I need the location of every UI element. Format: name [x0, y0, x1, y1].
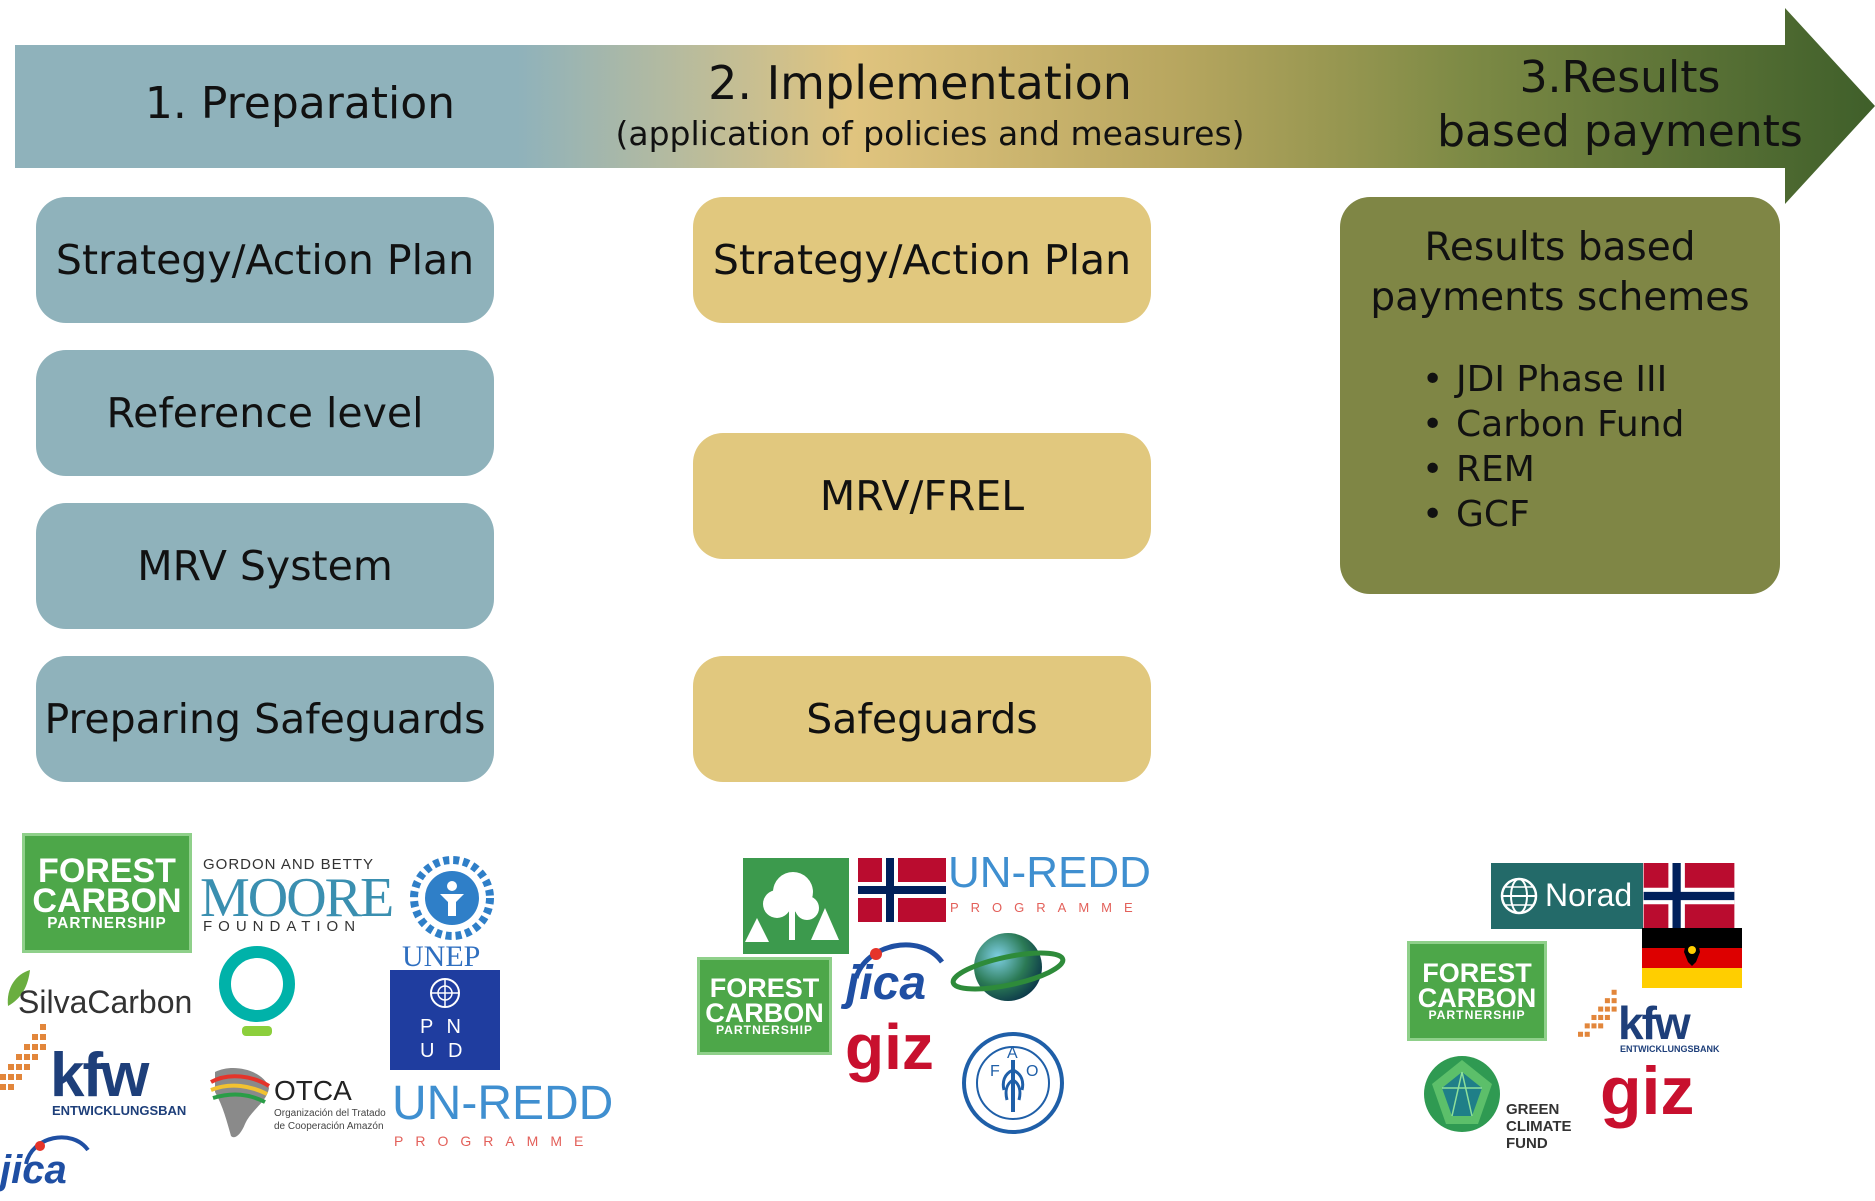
norad-logo: Norad: [1491, 863, 1643, 929]
prep-box-safeguards: Preparing Safeguards: [36, 656, 494, 782]
fcp-logo-line1: FOREST: [38, 851, 176, 890]
unredd-logo-impl-main: UN-REDD: [948, 848, 1151, 897]
fcp-logo: FOREST CARBON PARTNERSHIP: [22, 833, 192, 953]
pnud-logo: P N U D: [390, 970, 500, 1070]
impl-box-safeguards: Safeguards: [693, 656, 1151, 782]
process-arrow: [15, 8, 1875, 204]
kfw-logo-main: kfw: [50, 1041, 149, 1110]
phase-implementation-title: 2. Implementation: [708, 56, 1132, 110]
jica-impl-arc-icon: [853, 942, 945, 979]
prep-box-strategy: Strategy/Action Plan: [36, 197, 494, 323]
unredd-logo-main: UN-REDD: [392, 1077, 614, 1130]
kfw-dots-icon: [0, 1024, 46, 1090]
norad-globe-icon: [1500, 877, 1538, 915]
results-box: Results based payments schemes JDI Phase…: [1340, 197, 1780, 594]
kfw-results-main: kfw: [1618, 997, 1691, 1049]
fcp-logo-results-line2: CARBON: [1417, 982, 1537, 1013]
gcf-line1: GREEN: [1506, 1101, 1560, 1118]
otca-logo-main: OTCA: [274, 1075, 352, 1106]
un-globe-icon: [430, 978, 460, 1008]
moore-logo-top: GORDON AND BETTY: [203, 856, 375, 873]
phase-preparation-title: 1. Preparation: [144, 78, 456, 129]
fcp-logo-line3: PARTNERSHIP: [47, 914, 167, 932]
phase-results-title-line2: based payments: [1437, 106, 1803, 157]
giz-logo-impl: giz: [845, 1011, 934, 1083]
results-box-title-line1: Results based: [1424, 225, 1696, 270]
results-item: REM: [1416, 447, 1684, 492]
jica-arc-icon: [24, 1135, 90, 1165]
moore-logo-main: MOORE: [200, 867, 394, 929]
unredd-logo-sub: PROGRAMME: [394, 1133, 596, 1149]
kfw-results-dots-icon: [1578, 989, 1617, 1037]
gcf-line3: FUND: [1506, 1135, 1548, 1152]
norway-flag-icon: [858, 858, 946, 922]
kfw-logo-sub: ENTWICKLUNGSBAN: [52, 1103, 187, 1118]
jica-logo: jica: [0, 1148, 67, 1192]
fcp-logo-impl-line3: PARTNERSHIP: [715, 1022, 814, 1037]
fcp-logo-results-line3: PARTNERSHIP: [1428, 1007, 1526, 1022]
norway-flag-results-icon: [1643, 863, 1735, 929]
silvacarbon-label: SilvaCarbon: [18, 984, 193, 1020]
phase-implementation-subtitle: (application of policies and measures): [615, 114, 1245, 153]
arrow-shape: [15, 8, 1875, 204]
giz-logo-results: giz: [1600, 1053, 1695, 1129]
results-item: Carbon Fund: [1416, 402, 1684, 447]
otca-logo-sub1: Organización del Tratado: [274, 1108, 386, 1119]
silvacarbon-leaf-icon: [7, 970, 30, 1006]
fcp-logo-impl: FOREST CARBON PARTNERSHIP: [697, 957, 832, 1055]
fcp-logo-results: FOREST CARBON PARTNERSHIP: [1407, 941, 1547, 1041]
impl-box-strategy: Strategy/Action Plan: [693, 197, 1151, 323]
unep-emblem-icon: [410, 856, 494, 940]
gcf-line2: CLIMATE: [1506, 1118, 1572, 1135]
svg-text:A: A: [1007, 1045, 1018, 1062]
trees-logo-icon: [743, 858, 849, 954]
prep-box-mrv-system: MRV System: [36, 503, 494, 629]
results-item: GCF: [1416, 492, 1684, 537]
kfw-results-sub: ENTWICKLUNGSBANK: [1620, 1044, 1720, 1054]
svg-text:F: F: [990, 1063, 1000, 1080]
globe-satellite-icon: [950, 933, 1066, 1001]
gcf-globe-icon: [1424, 1056, 1500, 1132]
otca-logo-sub2: de Cooperación Amazón: [274, 1121, 384, 1132]
ring-logo-icon: [219, 946, 295, 1036]
svg-text:O: O: [1026, 1063, 1038, 1080]
fcp-logo-impl-line2: CARBON: [705, 997, 824, 1028]
unep-label: UNEP: [402, 940, 481, 973]
fcp-logo-results-line1: FOREST: [1422, 958, 1532, 989]
jica-logo-impl: jica: [846, 957, 927, 1010]
fcp-logo-line2: CARBON: [32, 882, 182, 921]
results-box-list: JDI Phase III Carbon Fund REM GCF: [1416, 357, 1684, 537]
unredd-logo-impl-sub: PROGRAMME: [950, 900, 1145, 915]
impl-box-mrv-frel: MRV/FREL: [693, 433, 1151, 559]
fcp-logo-impl-line1: FOREST: [709, 973, 820, 1004]
otca-map-icon: [210, 1067, 271, 1138]
pnud-top: P N: [420, 1016, 465, 1038]
phase-results-title-line1: 3.Results: [1519, 52, 1721, 103]
results-box-title-line2: payments schemes: [1370, 275, 1750, 320]
moore-logo-bottom: FOUNDATION: [203, 918, 362, 935]
results-item: JDI Phase III: [1416, 357, 1684, 402]
fao-logo-icon: F A O: [962, 1032, 1064, 1134]
norad-label: Norad: [1545, 877, 1633, 913]
prep-box-reference-level: Reference level: [36, 350, 494, 476]
pnud-bottom: U D: [420, 1040, 467, 1062]
germany-flag-icon: [1642, 928, 1742, 988]
